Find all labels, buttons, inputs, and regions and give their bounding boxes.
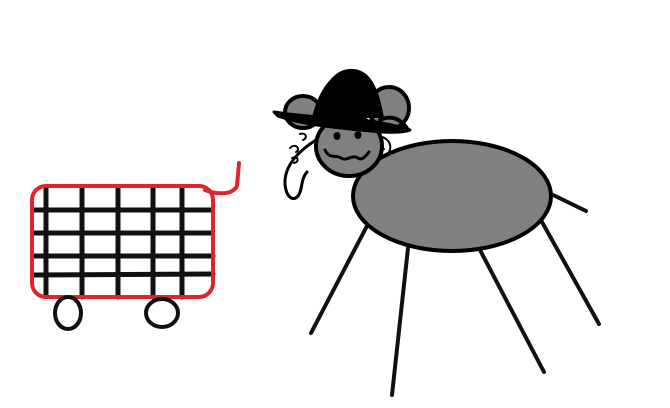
creature-mouth	[323, 148, 371, 161]
leg-back-left	[478, 248, 546, 374]
cart-wheel-right	[144, 297, 180, 329]
shopping-cart-icon	[30, 161, 241, 331]
creature-hair-strand	[283, 138, 318, 200]
sheep-with-hat-icon	[272, 68, 601, 397]
creature-hair-curl	[289, 132, 307, 164]
creature-tail	[545, 190, 588, 213]
cart-grid	[30, 184, 216, 300]
leg-front-left	[309, 222, 370, 335]
leg-back-right	[540, 220, 601, 326]
creature-eye-right	[354, 131, 362, 139]
hat-crown	[312, 68, 384, 118]
cart-wheel-left	[53, 295, 83, 331]
leg-front-right	[390, 246, 410, 397]
creature-eye-left	[333, 132, 341, 140]
creature-body	[351, 139, 553, 253]
hat-brim-curl	[378, 115, 410, 132]
creature-hat-icon	[272, 68, 412, 134]
creature-legs	[309, 220, 601, 397]
creature-side-curl	[379, 136, 392, 157]
cart-frame	[30, 184, 215, 299]
